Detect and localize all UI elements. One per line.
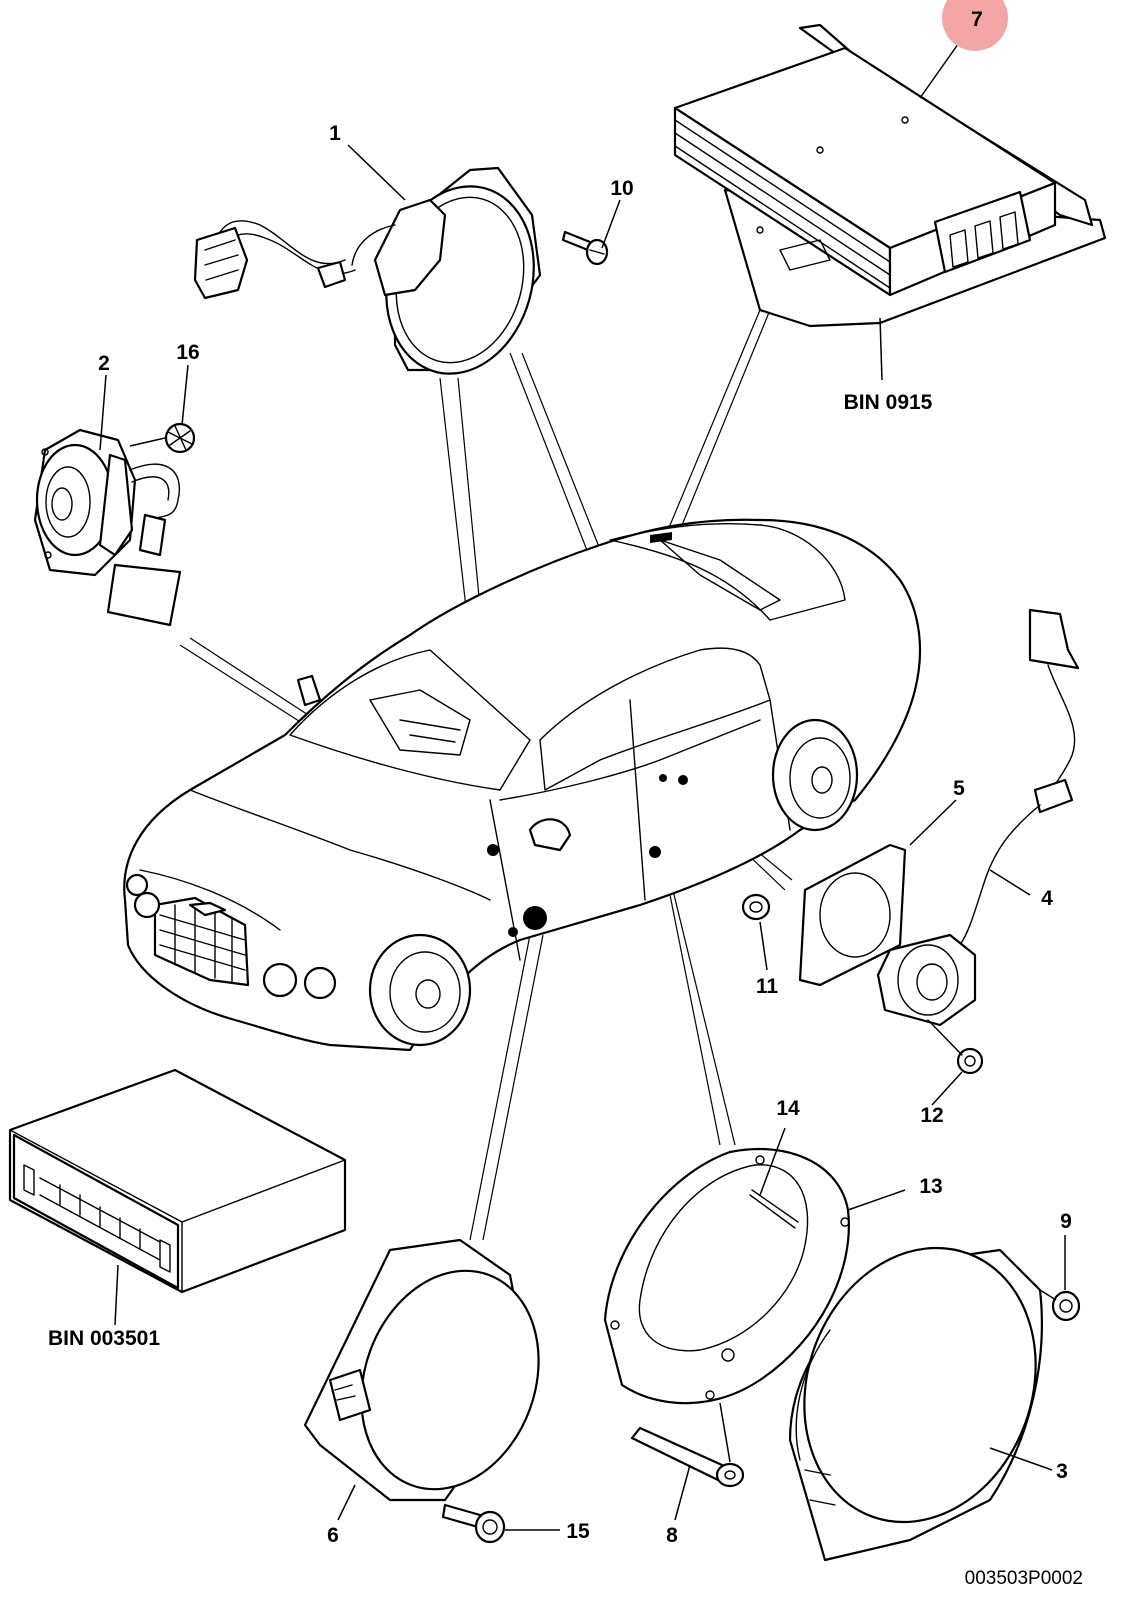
- part-15-bolt: [441, 1503, 506, 1544]
- callout-2: 2: [98, 352, 110, 375]
- callout-10: 10: [610, 177, 633, 200]
- document-id: 003503P0002: [965, 1568, 1083, 1589]
- callout-11: 11: [756, 975, 779, 998]
- part-7-amplifier: [673, 23, 1107, 328]
- part-6-bass-speaker: [303, 1238, 540, 1502]
- part-13-bracket: [603, 1147, 850, 1405]
- part-16-nut: [164, 422, 196, 454]
- callout-3: 3: [1056, 1460, 1068, 1483]
- bin-label-head-unit: BIN 003501: [48, 1327, 160, 1350]
- car-outline: [123, 518, 922, 1052]
- callout-14: 14: [776, 1097, 800, 1120]
- callout-5: 5: [953, 777, 965, 800]
- part-4-rear-tweeter: [876, 608, 1080, 1027]
- callout-7: 7: [971, 8, 983, 31]
- callout-16: 16: [176, 341, 199, 364]
- guide-lines: [179, 309, 793, 1241]
- callout-12: 12: [920, 1104, 943, 1127]
- part-12-nut: [927, 1019, 984, 1075]
- part-5-gasket: [798, 843, 907, 987]
- part-11-nut: [741, 893, 771, 921]
- callout-15: 15: [566, 1520, 590, 1543]
- part-3-front-speaker: [788, 1246, 1043, 1562]
- callout-9: 9: [1060, 1210, 1072, 1233]
- part-9-nut: [1051, 1290, 1081, 1322]
- head-unit: [8, 1068, 347, 1294]
- callout-6: 6: [327, 1524, 339, 1547]
- part-1-door-speaker: [193, 166, 542, 375]
- callout-8: 8: [666, 1524, 678, 1547]
- callout-7-highlight: [942, 0, 1008, 51]
- callout-13: 13: [919, 1175, 942, 1198]
- leader-lines: [99, 29, 1066, 1531]
- bin-label-amplifier: BIN 0915: [844, 391, 933, 414]
- callout-4: 4: [1041, 887, 1053, 910]
- part-10-screw: [561, 230, 609, 266]
- part-14-pin: [749, 1189, 799, 1229]
- callout-1: 1: [329, 122, 341, 145]
- callout-labels: 1 2 3 4 5 6 7 8 9 10 11 12 13 14 15 16: [98, 8, 1072, 1547]
- part-2-tweeter: [33, 428, 182, 627]
